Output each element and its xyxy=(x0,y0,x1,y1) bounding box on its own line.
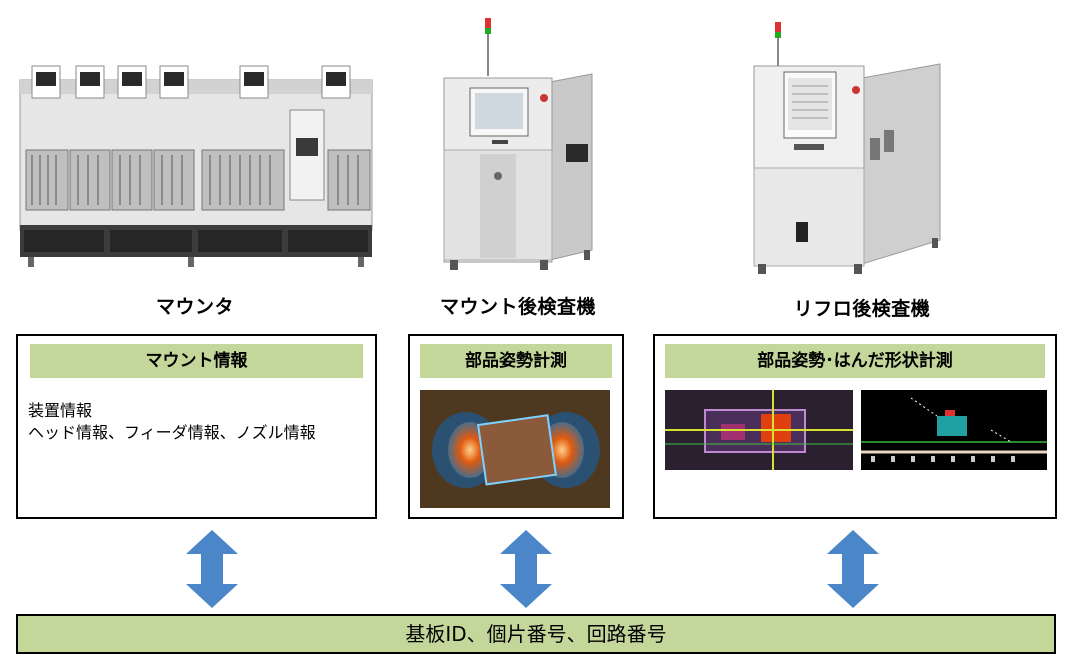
solder-top-view-image xyxy=(665,390,853,470)
double-arrow-icon xyxy=(186,530,238,608)
post-mount-inspection-label: マウント後検査機 xyxy=(439,296,596,318)
component-posture-box: 部品姿勢計測 xyxy=(408,334,624,519)
post-mount-inspection-image xyxy=(443,18,593,270)
solder-profile-image xyxy=(861,390,1047,470)
device-info-text: 装置情報 xyxy=(28,401,93,420)
board-id-bar: 基板ID、個片番号、回路番号 xyxy=(16,614,1056,654)
posture-solder-header: 部品姿勢･はんだ形状計測 xyxy=(665,344,1045,378)
mount-info-header: マウント情報 xyxy=(30,344,363,378)
mounter-label: マウンタ xyxy=(155,296,234,318)
head-feeder-nozzle-info-text: ヘッド情報、フィーダ情報、ノズル情報 xyxy=(28,423,316,442)
component-posture-header: 部品姿勢計測 xyxy=(420,344,612,378)
post-reflow-inspection-image xyxy=(753,22,941,274)
mounter-image xyxy=(19,65,373,267)
post-reflow-inspection-label: リフロ後検査機 xyxy=(793,298,931,320)
mount-info-box: マウント情報 装置情報 ヘッド情報、フィーダ情報、ノズル情報 xyxy=(16,334,377,519)
double-arrow-icon xyxy=(500,530,552,608)
double-arrow-icon xyxy=(827,530,879,608)
posture-solder-box: 部品姿勢･はんだ形状計測 xyxy=(653,334,1057,519)
component-measurement-image xyxy=(420,390,610,508)
